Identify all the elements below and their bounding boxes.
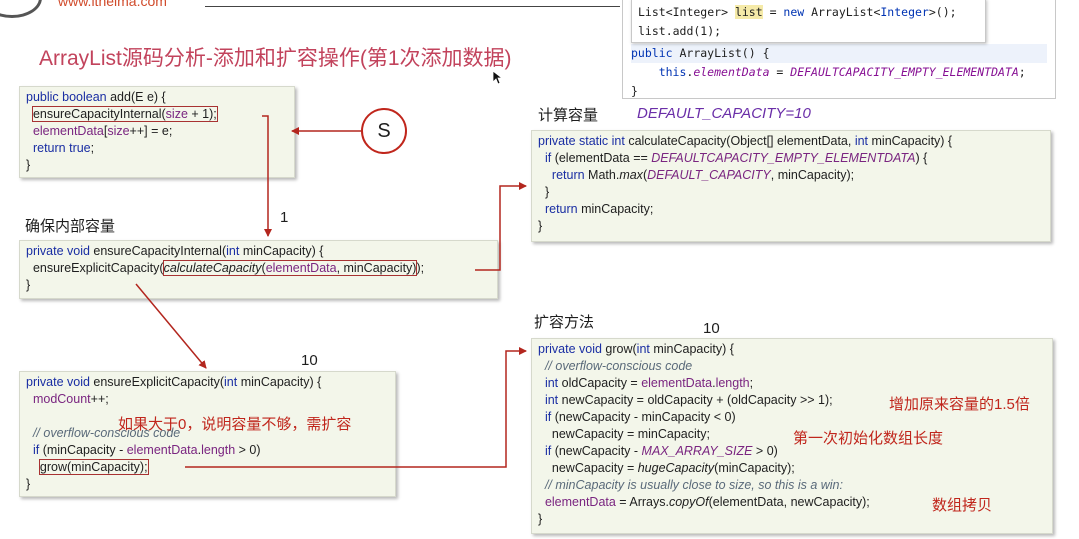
code-line: if (newCapacity - MAX_ARRAY_SIZE > 0) — [544, 444, 778, 458]
code-line: int newCapacity = oldCapacity + (oldCapa… — [544, 393, 833, 407]
arrow-eci-to-calc — [475, 182, 527, 271]
code-line: return Math.max(DEFAULT_CAPACITY, minCap… — [551, 168, 855, 182]
code-block-ensure-explicit-capacity: private void ensureExplicitCapacity(int … — [19, 371, 396, 497]
arrow-explicit-to-grow — [185, 347, 527, 468]
code-line: int oldCapacity = elementData.length; — [544, 376, 754, 390]
note-need-grow: 如果大于0，说明容量不够，需扩容 — [118, 416, 352, 433]
start-marker: S — [361, 108, 407, 154]
label-grow-method: 扩容方法 — [534, 314, 595, 331]
header-divider — [205, 6, 620, 7]
code-line: elementData = Arrays.copyOf(elementData,… — [544, 495, 870, 509]
code-line: } — [544, 185, 550, 199]
code-line: if (elementData == DEFAULTCAPACITY_EMPTY… — [544, 151, 928, 165]
code-line: newCapacity = minCapacity; — [551, 427, 710, 441]
code-line: return minCapacity; — [544, 202, 654, 216]
label-ensure-capacity: 确保内部容量 — [25, 218, 116, 235]
step-number-10-left: 10 — [301, 352, 318, 369]
label-calc-capacity: 计算容量 — [538, 107, 599, 124]
default-capacity-note: DEFAULT_CAPACITY=10 — [637, 105, 811, 122]
code-line: // overflow-conscious code — [32, 426, 181, 440]
code-line: public boolean add(E e) { — [26, 90, 166, 104]
note-first-init: 第一次初始化数组长度 — [793, 430, 944, 447]
code-line: ensureCapacityInternal(size + 1); — [26, 106, 288, 123]
code-line: return true; — [32, 141, 95, 155]
step-number-1: 1 — [280, 209, 289, 226]
code-block-grow: private void grow(int minCapacity) { // … — [531, 338, 1053, 534]
ide-line-2: list.add(1); — [638, 24, 722, 38]
call-highlight-box: grow(minCapacity); — [38, 459, 149, 475]
ide-popup: List<Integer> list = new ArrayList<Integ… — [631, 0, 986, 43]
mouse-cursor-icon — [492, 70, 504, 85]
code-line: private void ensureExplicitCapacity(int … — [26, 375, 322, 389]
code-line: elementData[size++] = e; — [32, 124, 173, 138]
note-grow-1-5: 增加原来容量的1.5倍 — [889, 396, 1030, 413]
code-line: grow(minCapacity); — [26, 459, 389, 476]
arrow-eci-to-explicit — [135, 283, 207, 369]
step-number-10-right: 10 — [703, 320, 720, 337]
ide-line-3: public ArrayList() { — [631, 44, 1047, 63]
code-line: newCapacity = hugeCapacity(minCapacity); — [551, 461, 795, 475]
code-line: private void ensureCapacityInternal(int … — [26, 244, 324, 258]
site-url: www.itheima.com — [58, 0, 167, 9]
code-line: private void grow(int minCapacity) { — [538, 342, 734, 356]
call-highlight-box: ensureCapacityInternal(size + 1); — [31, 106, 218, 122]
code-line: // minCapacity is usually close to size,… — [544, 478, 843, 492]
code-line: ensureExplicitCapacity(calculateCapacity… — [32, 260, 425, 276]
code-line: // overflow-conscious code — [544, 359, 693, 373]
ide-snippet: List<Integer> list = new ArrayList<Integ… — [622, 0, 1056, 99]
code-line: modCount++; — [32, 392, 109, 406]
code-line: if (minCapacity - elementData.length > 0… — [32, 443, 261, 457]
code-line: } — [26, 278, 31, 292]
code-line: } — [538, 219, 543, 233]
call-highlight-box: calculateCapacity(elementData, minCapaci… — [162, 260, 418, 276]
code-block-ensure-capacity-internal: private void ensureCapacityInternal(int … — [19, 240, 498, 299]
arrow-add-to-eci — [262, 115, 272, 237]
code-block-add: public boolean add(E e) { ensureCapacity… — [19, 86, 295, 178]
note-array-copy: 数组拷贝 — [932, 497, 993, 514]
ide-line-5: } — [631, 84, 638, 98]
code-line: private static int calculateCapacity(Obj… — [538, 134, 953, 148]
code-line: } — [26, 158, 31, 172]
ide-line-1: List<Integer> list = new ArrayList<Integ… — [638, 5, 957, 19]
ide-line-4: this.elementData = DEFAULTCAPACITY_EMPTY… — [631, 65, 1026, 79]
code-block-calculate-capacity: private static int calculateCapacity(Obj… — [531, 130, 1051, 242]
slide-title: ArrayList源码分析-添加和扩容操作(第1次添加数据) — [39, 47, 512, 70]
code-line: if (newCapacity - minCapacity < 0) — [544, 410, 736, 424]
code-line: } — [538, 512, 543, 526]
code-line: } — [26, 477, 31, 491]
